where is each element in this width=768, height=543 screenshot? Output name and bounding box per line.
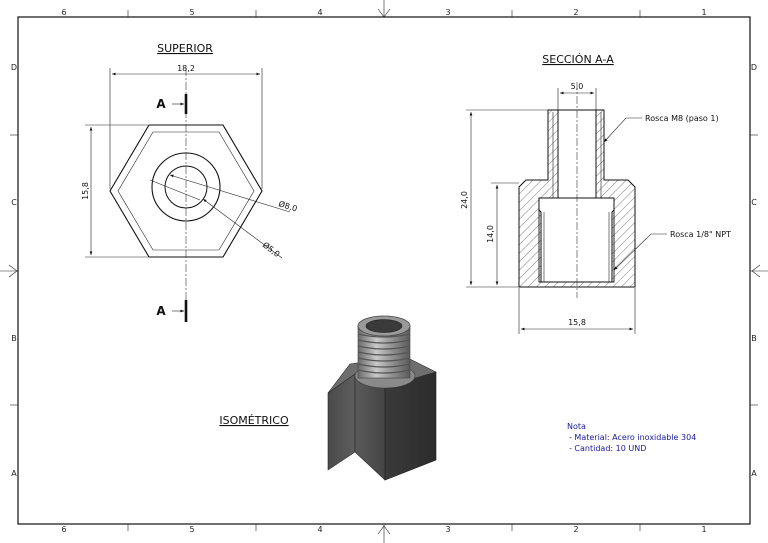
hexagon-outline <box>109 124 263 258</box>
isometric-view: ISOMÉTRICO <box>219 315 437 481</box>
section-view-title: SECCIÓN A-A <box>542 53 614 66</box>
cut-letter-top: A <box>156 97 166 111</box>
zone-labels-left: D C B A <box>11 63 17 478</box>
top-view-title: SUPERIOR <box>157 42 213 55</box>
note-title: Nota <box>567 422 586 431</box>
zone-label-d-left: D <box>11 63 17 72</box>
zone-label-b-right: B <box>751 334 757 343</box>
zone-label-4-bottom: 4 <box>317 525 322 534</box>
leader-thread-bottom <box>613 233 667 271</box>
dim-total-height-label: 24,0 <box>460 191 469 209</box>
note-line-material: - Material: Acero inoxidable 304 <box>569 433 696 442</box>
dim-height-label: 15,8 <box>81 182 90 200</box>
zone-label-1-bottom: 1 <box>701 525 706 534</box>
zone-label-4-top: 4 <box>317 8 322 17</box>
leader-inner-dia <box>202 198 283 259</box>
zone-label-1-top: 1 <box>701 8 706 17</box>
dim-bottom-width-label: 15,8 <box>568 318 586 327</box>
zone-label-a-left: A <box>11 469 17 478</box>
top-view-centerline-diag <box>149 179 201 201</box>
zone-label-c-right: C <box>751 198 757 207</box>
zone-label-6-top: 6 <box>61 8 66 17</box>
zone-label-6-bottom: 6 <box>61 525 66 534</box>
zone-label-5-top: 5 <box>189 8 194 17</box>
leader-thread-top <box>603 117 642 143</box>
thread-top-label: Rosca M8 (paso 1) <box>645 114 719 123</box>
zone-label-b-left: B <box>11 334 17 343</box>
dim-inner-dia-label: Ø5,0 <box>261 240 282 259</box>
zone-label-a-right: A <box>751 469 757 478</box>
section-view: SECCIÓN A-A 5,0 24,0 14,0 15,8 Ros <box>460 53 731 334</box>
hexagon-chamfer <box>117 131 255 251</box>
leader-outer-dia <box>169 174 291 213</box>
zone-label-d-right: D <box>751 63 757 72</box>
zone-label-5-bottom: 5 <box>189 525 194 534</box>
section-cut-marker-bottom: A <box>156 300 188 322</box>
zone-labels-bottom: 6 5 4 3 2 1 <box>61 525 706 534</box>
dim-top-width-label: 5,0 <box>571 82 584 91</box>
dim-width-label: 18,2 <box>177 64 195 73</box>
iso-part-render <box>327 315 437 481</box>
thread-bottom-label: Rosca 1/8" NPT <box>670 230 731 239</box>
dim-body-height-label: 14,0 <box>486 225 495 243</box>
iso-view-title: ISOMÉTRICO <box>219 414 289 427</box>
zone-label-3-bottom: 3 <box>445 525 450 534</box>
zone-ticks <box>10 10 758 531</box>
zone-label-2-top: 2 <box>573 8 578 17</box>
note-block: Nota - Material: Acero inoxidable 304 - … <box>567 422 696 453</box>
zone-label-2-bottom: 2 <box>573 525 578 534</box>
zone-labels-top: 6 5 4 3 2 1 <box>61 8 706 17</box>
cut-letter-bottom: A <box>156 304 166 318</box>
zone-label-c-left: C <box>11 198 17 207</box>
section-cut-marker-top: A <box>156 94 188 114</box>
zone-labels-right: D C B A <box>751 63 757 478</box>
note-line-quantity: - Cantidad: 10 UND <box>569 444 646 453</box>
top-view: SUPERIOR 18,2 15,8 Ø8,0 Ø5,0 A <box>81 42 299 322</box>
bottom-bore-outline <box>538 197 615 283</box>
zone-label-3-top: 3 <box>445 8 450 17</box>
